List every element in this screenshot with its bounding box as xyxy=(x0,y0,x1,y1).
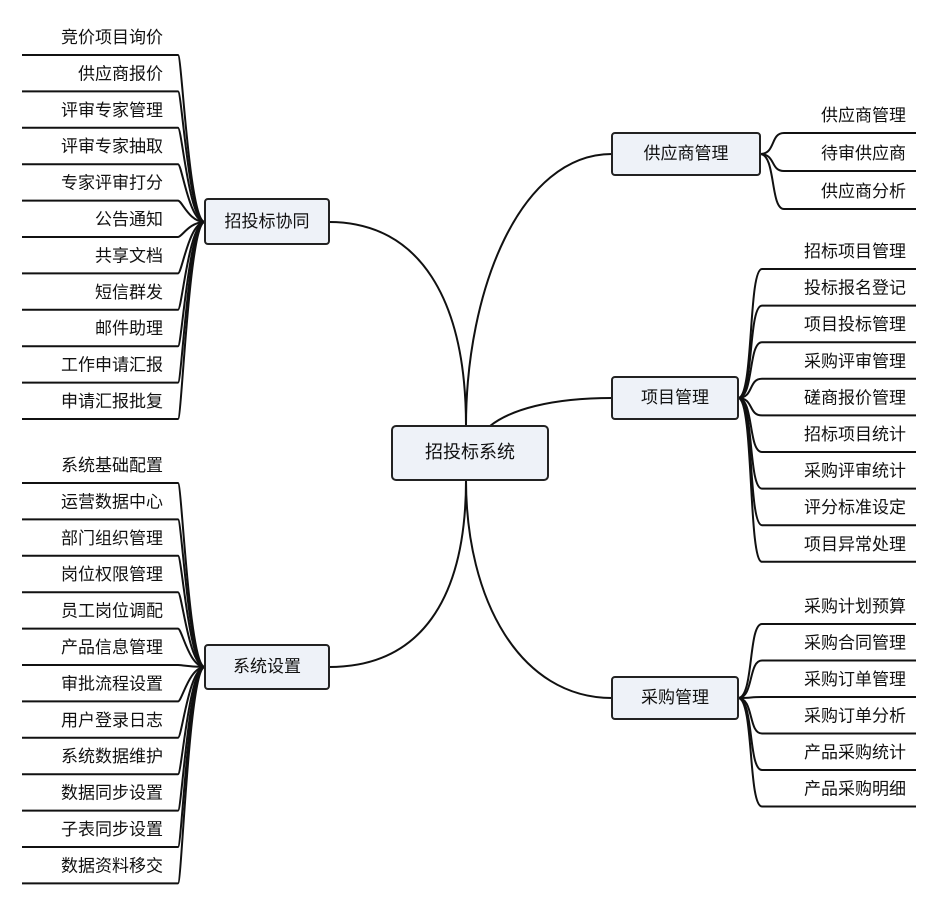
leaf-node-label[interactable]: 供应商分析 xyxy=(821,182,906,202)
leaf-connector xyxy=(22,163,206,223)
link-center-project xyxy=(489,397,613,427)
branch-node-purchase-box xyxy=(611,676,739,720)
leaf-connector xyxy=(737,341,916,399)
leaf-node-label[interactable]: 供应商报价 xyxy=(78,64,163,84)
center-node-label: 招投标系统 xyxy=(425,442,515,463)
leaf-connector xyxy=(759,132,916,155)
leaf-node-label[interactable]: 评审专家管理 xyxy=(61,101,163,121)
leaf-connector xyxy=(22,199,206,223)
branch-node-purchase-label: 采购管理 xyxy=(641,688,709,708)
link-center-collab xyxy=(328,221,467,427)
leaf-node-label[interactable]: 待审供应商 xyxy=(821,144,906,164)
leaf-connector xyxy=(22,591,206,668)
leaf-connector xyxy=(22,664,206,668)
leaf-node-label[interactable]: 公告通知 xyxy=(95,210,163,230)
leaf-node-label[interactable]: 产品采购明细 xyxy=(804,780,906,800)
leaf-node-label[interactable]: 采购订单管理 xyxy=(804,670,906,690)
leaf-node-label[interactable]: 投标报名登记 xyxy=(804,279,906,299)
branch-node-supplier[interactable]: 供应商管理 xyxy=(611,132,761,176)
leaf-node-label[interactable]: 工作申请汇报 xyxy=(61,356,163,376)
leaf-node-label[interactable]: 供应商管理 xyxy=(821,106,906,126)
leaf-node-label[interactable]: 子表同步设置 xyxy=(61,820,163,840)
branch-node-settings[interactable]: 系统设置 xyxy=(204,644,330,690)
leaf-node-label[interactable]: 数据资料移交 xyxy=(61,856,163,876)
branch-node-collab-box xyxy=(204,198,330,245)
leaf-connector xyxy=(22,666,206,885)
leaf-connector xyxy=(22,627,206,668)
branch-node-project-box xyxy=(611,376,739,420)
leaf-node-label[interactable]: 用户登录日志 xyxy=(61,711,163,731)
center-node[interactable]: 招投标系统 xyxy=(391,425,549,481)
branch-node-settings-label: 系统设置 xyxy=(233,657,301,677)
leaf-connector xyxy=(737,397,916,563)
branch-node-project[interactable]: 项目管理 xyxy=(611,376,739,420)
branch-node-settings-box xyxy=(204,644,330,690)
leaf-connector xyxy=(759,153,916,210)
branch-node-purchase[interactable]: 采购管理 xyxy=(611,676,739,720)
leaf-connector xyxy=(737,659,916,699)
leaf-node-label[interactable]: 产品采购统计 xyxy=(804,743,906,763)
leaf-connector xyxy=(737,304,916,399)
leaf-node-label[interactable]: 共享文档 xyxy=(95,246,163,266)
leaf-node-label[interactable]: 员工岗位调配 xyxy=(61,602,163,622)
leaf-connector xyxy=(737,377,916,399)
leaf-connector xyxy=(22,554,206,668)
leaf-node-label[interactable]: 采购合同管理 xyxy=(804,634,906,654)
branch-node-collab-label: 招投标协同 xyxy=(225,212,310,232)
leaf-node-label[interactable]: 采购评审管理 xyxy=(804,352,906,372)
link-center-purchase xyxy=(465,479,613,699)
leaf-node-label[interactable]: 系统基础配置 xyxy=(61,456,163,476)
leaf-node-label[interactable]: 评审专家抽取 xyxy=(61,137,163,157)
link-center-supplier xyxy=(465,153,613,427)
link-center-settings xyxy=(328,479,467,668)
leaf-node-label[interactable]: 磋商报价管理 xyxy=(804,388,906,408)
leaf-node-label[interactable]: 采购计划预算 xyxy=(804,597,906,617)
leaf-node-label[interactable]: 项目投标管理 xyxy=(804,315,906,335)
branch-node-project-label: 项目管理 xyxy=(641,388,709,408)
leaf-node-label[interactable]: 产品信息管理 xyxy=(61,638,163,658)
branch-node-collab[interactable]: 招投标协同 xyxy=(204,198,330,245)
leaf-node-label[interactable]: 系统数据维护 xyxy=(61,747,163,767)
leaf-node-label[interactable]: 运营数据中心 xyxy=(61,492,163,512)
leaf-connector xyxy=(737,696,916,699)
leaf-node-label[interactable]: 部门组织管理 xyxy=(61,529,163,549)
center-connectors xyxy=(328,153,613,699)
branch-node-supplier-label: 供应商管理 xyxy=(644,144,729,164)
leaf-node-label[interactable]: 采购订单分析 xyxy=(804,707,906,727)
leaf-node-label[interactable]: 邮件助理 xyxy=(95,319,163,339)
leaf-node-label[interactable]: 短信群发 xyxy=(95,283,163,303)
leaf-connector xyxy=(22,221,206,420)
leaf-node-label[interactable]: 数据同步设置 xyxy=(61,784,163,804)
leaf-node-label[interactable]: 招标项目统计 xyxy=(804,425,906,445)
leaf-connector xyxy=(22,90,206,223)
leaf-node-label[interactable]: 岗位权限管理 xyxy=(61,565,163,585)
leaf-connector xyxy=(737,697,916,808)
center-node-box xyxy=(391,425,549,481)
leaf-node-label[interactable]: 专家评审打分 xyxy=(61,174,163,194)
leaf-node-label[interactable]: 项目异常处理 xyxy=(804,535,906,555)
leaf-node-label[interactable]: 竞价项目询价 xyxy=(61,28,163,48)
leaf-branches: 竞价项目询价供应商报价评审专家管理评审专家抽取专家评审打分公告通知共享文档短信群… xyxy=(22,28,916,885)
leaf-connector xyxy=(737,623,916,699)
leaf-node-label[interactable]: 招标项目管理 xyxy=(804,242,906,262)
branch-node-supplier-box xyxy=(611,132,761,176)
leaf-node-label[interactable]: 申请汇报批复 xyxy=(61,392,163,412)
leaf-node-label[interactable]: 评分标准设定 xyxy=(804,498,906,518)
leaf-connector xyxy=(22,518,206,668)
leaf-node-label[interactable]: 采购评审统计 xyxy=(804,462,906,482)
leaf-node-label[interactable]: 审批流程设置 xyxy=(61,674,163,694)
leaf-connector xyxy=(22,126,206,223)
